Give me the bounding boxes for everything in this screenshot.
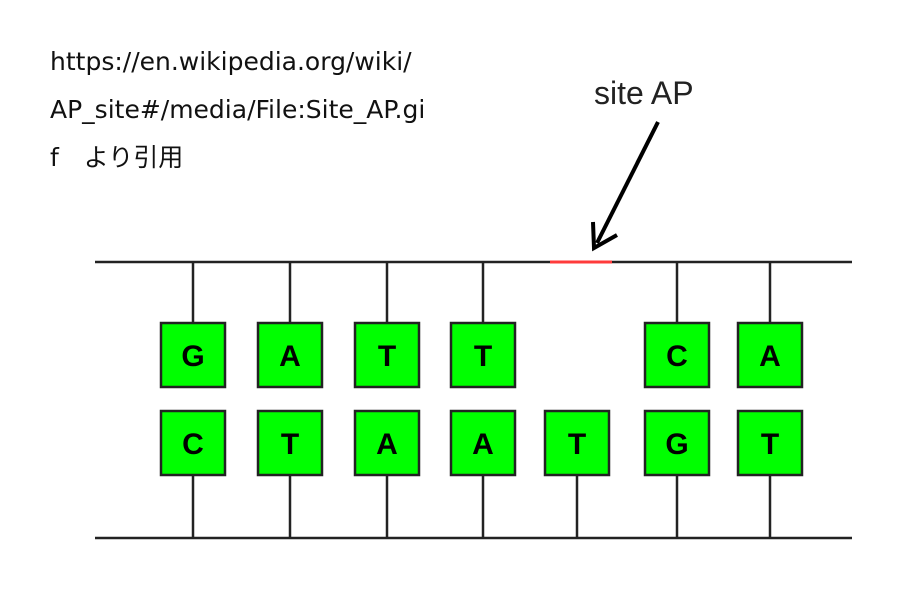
- bottom-strand-base-box: [256, 409, 324, 477]
- bottom-strand-base-letter: A: [472, 428, 494, 461]
- top-strand-base-box: [736, 321, 804, 389]
- top-strand-base-box: [256, 321, 324, 389]
- top-strand-base-letter: T: [378, 340, 396, 373]
- bottom-strand-base-letter: C: [182, 428, 204, 461]
- bottom-strand-base-letter: G: [665, 428, 688, 461]
- bottom-strand-base-box: [353, 409, 421, 477]
- top-strand-base-letter: C: [666, 340, 688, 373]
- bottom-strand-base-box: [643, 409, 711, 477]
- citation-text: https://en.wikipedia.org/wiki/ AP_site#/…: [50, 38, 510, 182]
- bottom-strand-base-letter: T: [568, 428, 586, 461]
- site-ap-label: site AP: [594, 75, 694, 111]
- bottom-strand-base-box: [736, 409, 804, 477]
- top-strand-base-letter: T: [474, 340, 492, 373]
- top-strand-base-box: [353, 321, 421, 389]
- arrow-icon: [591, 121, 660, 252]
- bottom-strand-base-letter: T: [281, 428, 299, 461]
- bottom-strand-base-box: [449, 409, 517, 477]
- bottom-strand-base-letter: A: [376, 428, 398, 461]
- top-strand-base-box: [159, 321, 227, 389]
- top-strand-base-letter: A: [759, 340, 781, 373]
- top-strand-base-box: [449, 321, 517, 389]
- citation-line-1: https://en.wikipedia.org/wiki/: [50, 47, 412, 76]
- citation-line-2: AP_site#/media/File:Site_AP.gi: [50, 95, 426, 124]
- bottom-strand-base-box: [159, 409, 227, 477]
- top-strand-base-letter: A: [279, 340, 301, 373]
- top-strand-base-box: [643, 321, 711, 389]
- bottom-strand-base-box: [543, 409, 611, 477]
- bottom-strand-base-letter: T: [761, 428, 779, 461]
- citation-line-3: f より引用: [50, 143, 184, 172]
- top-strand-base-letter: G: [181, 340, 204, 373]
